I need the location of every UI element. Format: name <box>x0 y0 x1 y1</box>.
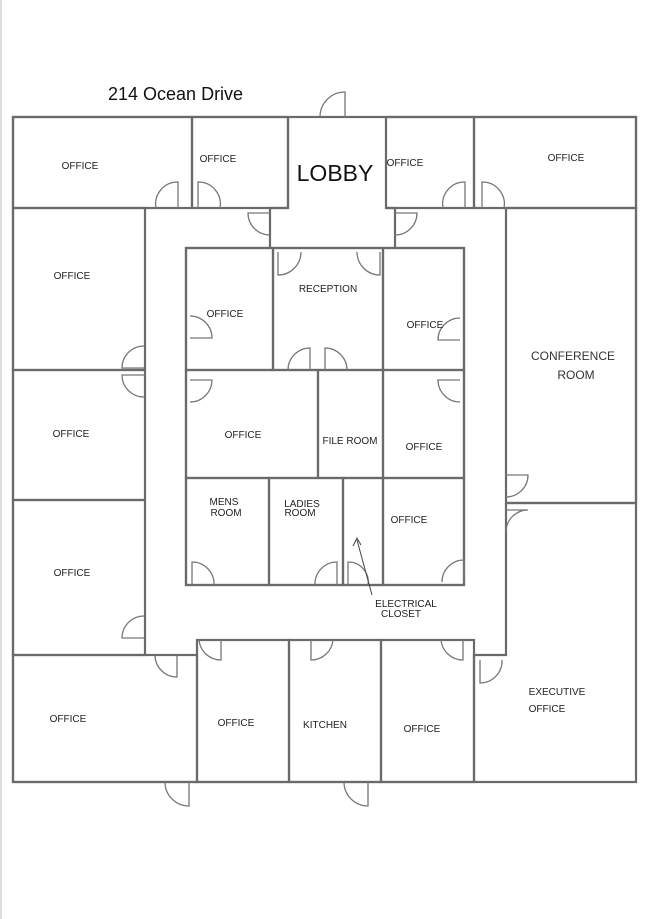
lobby-wall-left <box>268 117 290 248</box>
door-electrical-closet <box>347 561 369 586</box>
room-top-office-1 <box>11 115 194 210</box>
label-reception: RECEPTION <box>299 284 357 295</box>
label-core-office-3: OFFICE <box>225 430 262 441</box>
door-left-office-3 <box>121 615 146 639</box>
entrance-door <box>319 91 346 118</box>
exit-door-west <box>164 781 190 807</box>
label-mens-room-2: ROOM <box>210 508 241 519</box>
lobby-wall-right <box>386 206 397 248</box>
label-left-office-1: OFFICE <box>54 271 91 282</box>
room-ladies-room <box>267 476 345 587</box>
floor-plan-title: 214 Ocean Drive <box>108 84 243 104</box>
room-bottom-office-2 <box>379 638 476 784</box>
label-conference-room-1: CONFERENCE <box>531 349 615 363</box>
label-bottom-office-2: OFFICE <box>404 724 441 735</box>
room-bottom-left-office <box>11 653 199 784</box>
door-ladies-room <box>314 561 338 586</box>
door-core-office-5 <box>441 559 465 583</box>
door-core-office-1 <box>189 315 213 339</box>
door-lobby-left <box>247 212 271 236</box>
door-core-office-3 <box>189 379 213 403</box>
walls <box>11 115 638 784</box>
door-reception-left <box>277 251 302 276</box>
room-labels: OFFICE OFFICE LOBBY OFFICE OFFICE OFFICE… <box>50 153 615 735</box>
room-core-office-4 <box>381 368 466 480</box>
label-left-office-2: OFFICE <box>53 429 90 440</box>
label-lobby: LOBBY <box>297 160 374 186</box>
label-kitchen: KITCHEN <box>303 720 347 731</box>
label-bottom-left-office: OFFICE <box>50 714 87 725</box>
label-left-office-3: OFFICE <box>54 568 91 579</box>
room-file-room <box>316 368 385 480</box>
electrical-closet-pointer <box>356 539 373 596</box>
door-left-office-2 <box>121 374 146 398</box>
door-conference <box>505 474 529 498</box>
room-kitchen <box>287 638 383 784</box>
door-lobby-right <box>394 212 418 236</box>
label-electrical-closet-1: ELECTRICAL <box>375 599 437 610</box>
arrow-head-icon <box>352 536 362 547</box>
room-core-office-3 <box>184 368 320 480</box>
door-reception-south-right <box>324 347 348 371</box>
exit-door-south <box>343 781 369 807</box>
door-reception-right <box>356 251 381 276</box>
door-left-office-1 <box>121 345 146 369</box>
door-reception-south-left <box>287 347 311 371</box>
label-top-office-3: OFFICE <box>387 158 424 169</box>
executive-office-wall <box>472 503 508 782</box>
label-core-office-5: OFFICE <box>391 515 428 526</box>
label-core-office-4: OFFICE <box>406 442 443 453</box>
label-top-office-4: OFFICE <box>548 153 585 164</box>
label-top-office-2: OFFICE <box>200 154 237 165</box>
door-bottom-left-office <box>154 654 178 678</box>
door-top-office-2 <box>197 181 222 209</box>
label-electrical-closet-2: CLOSET <box>381 609 421 620</box>
door-kitchen <box>310 639 334 661</box>
label-ladies-room-1: LADIES <box>284 499 320 510</box>
label-top-office-1: OFFICE <box>62 161 99 172</box>
door-top-office-1 <box>154 181 179 209</box>
door-core-office-4 <box>437 379 461 403</box>
label-bottom-office-1: OFFICE <box>218 718 255 729</box>
room-reception <box>271 246 385 372</box>
room-left-office-1 <box>11 206 147 372</box>
room-core-office-5 <box>381 476 466 587</box>
room-core-office-2 <box>381 246 466 372</box>
door-bottom-office-2 <box>440 639 464 661</box>
room-mens-room <box>184 476 271 587</box>
door-executive-side <box>505 509 529 533</box>
label-core-office-2: OFFICE <box>407 320 444 331</box>
door-mens-room <box>191 561 215 586</box>
door-top-office-4 <box>481 181 506 209</box>
central-core <box>184 246 466 587</box>
door-core-office-2 <box>437 317 461 341</box>
label-file-room: FILE ROOM <box>322 436 377 447</box>
door-top-office-3 <box>441 181 466 209</box>
label-executive-office-1: EXECUTIVE <box>529 687 586 698</box>
label-ladies-room-2: ROOM <box>284 508 315 519</box>
doors <box>121 91 529 807</box>
room-bottom-office-1 <box>195 638 291 784</box>
label-conference-room-2: ROOM <box>557 368 594 382</box>
label-core-office-1: OFFICE <box>207 309 244 320</box>
outer-wall <box>11 115 638 784</box>
label-executive-office-2: OFFICE <box>529 704 566 715</box>
label-mens-room-1: MENS <box>210 497 239 508</box>
door-executive-office <box>479 659 503 684</box>
door-bottom-office-1 <box>198 639 222 661</box>
